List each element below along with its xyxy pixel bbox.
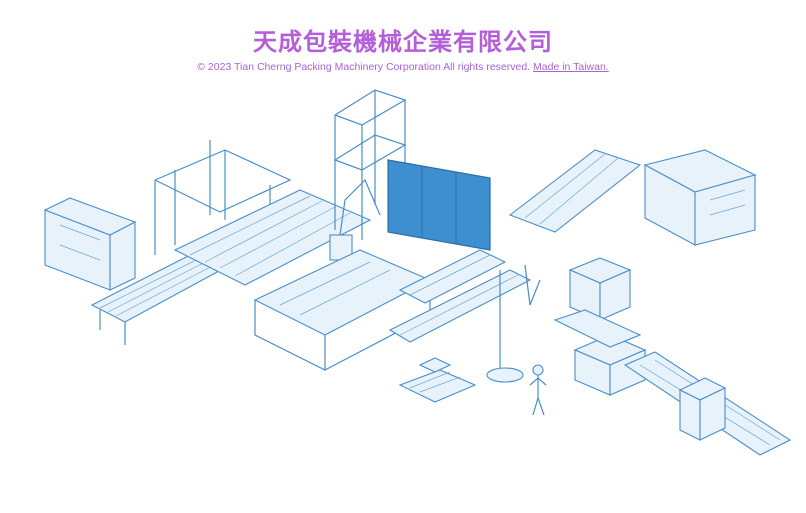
- infeed-conveyor: [90, 249, 232, 345]
- copyright-line: © 2023 Tian Cherng Packing Machinery Cor…: [0, 61, 806, 73]
- operator-figure: [529, 364, 547, 416]
- transfer-conveyor: [388, 249, 532, 343]
- case-sealer: [678, 377, 727, 441]
- main-conveyor: [173, 189, 372, 286]
- robot-arm: [329, 178, 381, 261]
- made-in-taiwan-link[interactable]: Made in Taiwan.: [533, 61, 609, 73]
- carton-erector: [643, 149, 757, 246]
- upper-right-conveyor: [508, 149, 642, 233]
- robot-column: [486, 264, 541, 383]
- company-title: 天成包裝機械企業有限公司: [253, 28, 553, 56]
- case-packing-cell: [253, 249, 432, 371]
- copyright-text: © 2023 Tian Cherng Packing Machinery Cor…: [197, 61, 531, 73]
- wrapping-machine: [43, 197, 137, 291]
- safety-fence-panel: [387, 159, 491, 251]
- pallet: [398, 357, 477, 403]
- gantry-frame: [154, 140, 292, 260]
